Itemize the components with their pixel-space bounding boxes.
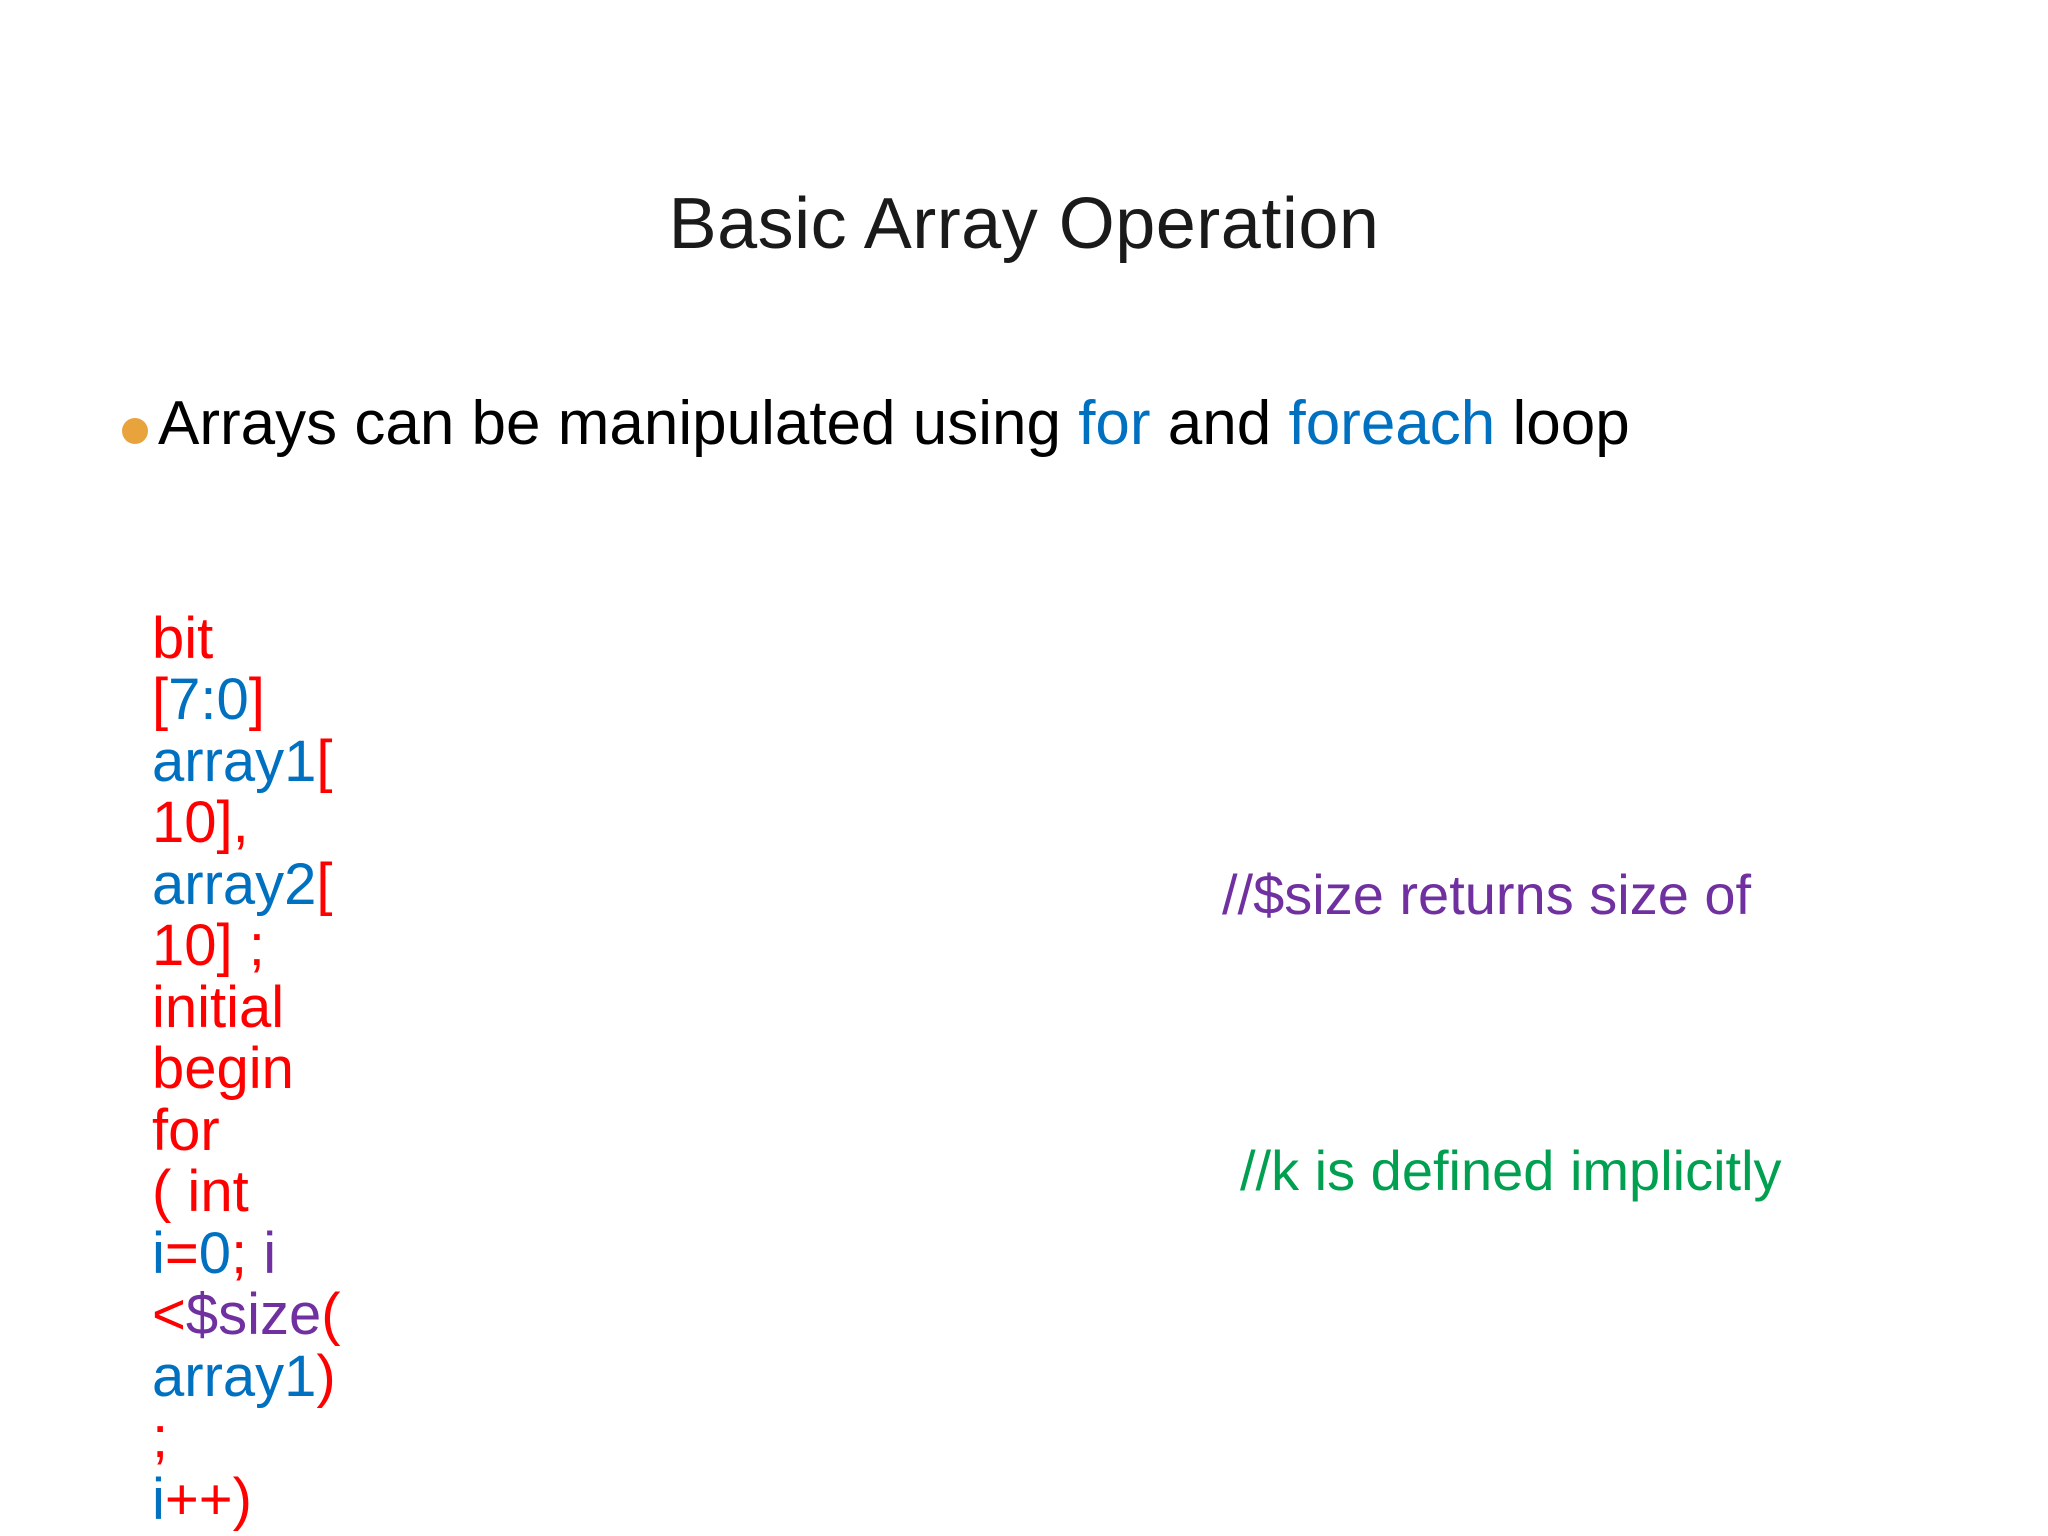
code-line-declaration: bit [7:0] array1[10], array2[10] ; [152,608,342,977]
bullet-text-segment-3: loop [1495,389,1630,458]
bullet-text-segment-1: Arrays can be manipulated using [158,389,1079,458]
code-token-increment: ++) [164,1466,252,1532]
bullet-dot-icon [122,418,148,444]
code-line-begin: begin [152,1036,294,1102]
code-token-comma: , [232,790,249,856]
code-line-loop-incr: i++) [152,1466,342,1532]
code-token-bit: bit [152,606,214,671]
code-token-size-system-task: $size [185,1282,322,1348]
code-token-array1-size: [10] [152,728,333,856]
code-token-bracket-open: [ [152,667,169,733]
list-item: Arrays can be manipulated using for and … [110,388,1900,460]
code-token-semicolon: ; [232,913,265,979]
code-token-array1: array1 [152,728,317,794]
code-token-paren-open: ( [321,1282,341,1348]
code-token-i-cond: i [263,1220,277,1286]
code-line-loop-init: i=0; i [152,1220,342,1286]
code-line-int-decl: ( int [152,1159,249,1225]
code-token-assign: = [164,1220,199,1286]
code-line-loop-cond: <$size(array1); [152,1282,342,1471]
code-token-bracket-close: ] [248,667,265,733]
bullet-item-text: Arrays can be manipulated using for and … [158,388,1798,460]
bullet-text-segment-2: and [1150,389,1289,458]
code-block: bit [7:0] array1[10], array2[10] ; initi… [152,608,342,1530]
code-line-initial: initial [152,974,285,1040]
comment-size-annotation: //$size returns size of [1222,863,1752,926]
code-token-array2: array2 [152,851,317,917]
code-token-i-incr: i [152,1466,165,1532]
code-token-array2-size: [10] [152,851,333,979]
keyword-foreach: foreach [1288,389,1496,458]
code-token-range: 7:0 [168,667,249,733]
code-line-for: for [152,1097,220,1163]
bullet-list: Arrays can be manipulated using for and … [110,388,1900,460]
keyword-for: for [1078,389,1151,458]
code-token-paren-close: ); [152,1343,336,1471]
code-token-semicolon-2: ; [231,1220,264,1286]
slide-title: Basic Array Operation [668,184,1380,264]
code-token-i-var: i [152,1220,165,1286]
comment-k-annotation: //k is defined implicitly [1240,1139,1782,1202]
code-token-array1-arg: array1 [152,1343,317,1409]
code-token-less-than: < [152,1282,186,1348]
code-token-zero: 0 [198,1220,232,1286]
